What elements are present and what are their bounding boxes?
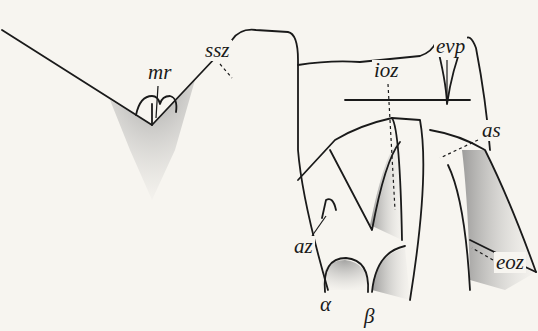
- part-label: as: [480, 120, 503, 141]
- part-label: evp: [434, 36, 467, 57]
- part-label: ssz: [203, 40, 232, 61]
- part-label: ioz: [372, 60, 401, 81]
- part-label: eoz: [494, 252, 526, 273]
- part-label: α: [318, 294, 333, 315]
- part-label: β: [362, 306, 376, 327]
- part-label: az: [292, 236, 315, 257]
- part-label: mr: [146, 62, 173, 83]
